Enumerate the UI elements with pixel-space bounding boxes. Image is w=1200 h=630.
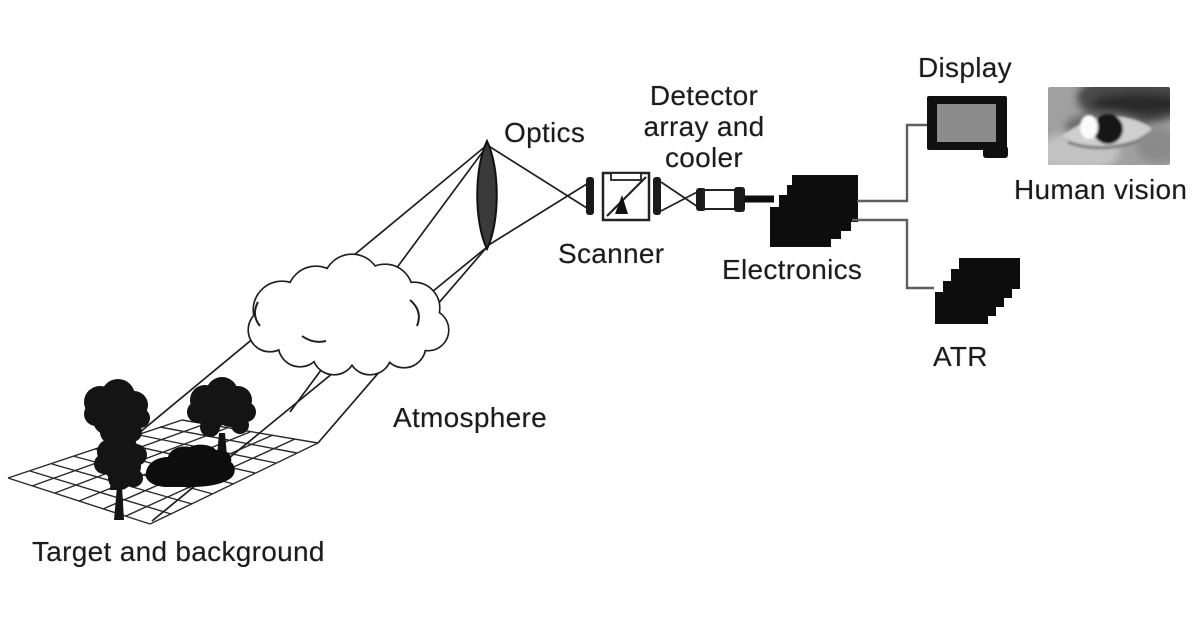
detector-array-label: Detector array and cooler [614, 80, 794, 173]
human-vision-label: Human vision [1014, 174, 1188, 205]
eye-highlight [1080, 115, 1098, 139]
focus-rays [660, 181, 702, 212]
scanner-top-rail [610, 172, 642, 181]
relay-lens-right [653, 177, 661, 215]
display-foot [983, 146, 1008, 158]
atmosphere-label: Atmosphere [393, 402, 547, 433]
detector-array-label-line2: array and [643, 111, 765, 142]
optics-lens [476, 138, 498, 252]
scanner-assembly [586, 171, 702, 222]
atr-stack [935, 258, 1020, 324]
scanner-label: Scanner [558, 238, 665, 269]
detector-cooler-cylinder [696, 187, 774, 212]
optics-label: Optics [504, 117, 586, 148]
optics-rays [486, 144, 591, 247]
detector-array-label-line1: Detector [649, 80, 759, 111]
lower-eyelid [1067, 138, 1141, 150]
tree-front [94, 434, 147, 520]
target-vehicle [145, 444, 235, 487]
tree-right [187, 377, 256, 456]
scan-mirror-diagonal [606, 176, 647, 217]
electronics-stack [770, 175, 858, 247]
cloud-inner-curls [254, 299, 420, 343]
electronics-label: Electronics [722, 254, 863, 285]
scan-mirror-pivot [615, 195, 628, 214]
display-monitor [927, 96, 1008, 158]
eyebrow [1092, 93, 1170, 115]
display-screen [937, 104, 996, 142]
connector-display-line [857, 123, 927, 203]
relay-lens-left [586, 177, 594, 215]
atr-label: ATR [933, 341, 988, 372]
atmosphere-cloud [247, 253, 450, 376]
target-background-label: Target and background [32, 536, 325, 567]
cylinder-body [703, 189, 738, 210]
optics-assembly [476, 138, 591, 252]
iris [1093, 114, 1123, 144]
connector-atr-line [852, 218, 934, 290]
detector-array-label-line3: cooler [664, 142, 744, 173]
display-label: Display [918, 52, 1012, 83]
human-eye-image [1048, 87, 1170, 165]
cylinder-right-cap [734, 187, 745, 212]
